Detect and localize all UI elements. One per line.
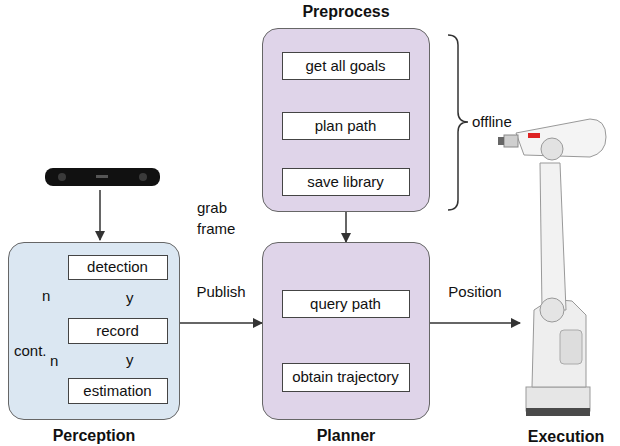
group-heading: Perception — [53, 427, 136, 445]
connector-arrow — [180, 322, 262, 324]
box-label: detection — [87, 258, 148, 276]
edge-label: Publish — [196, 283, 245, 301]
robot-illustration — [520, 105, 612, 420]
signal-label: grab frame — [197, 197, 249, 239]
process-group: Plannerquery pathobtain trajectory — [262, 242, 430, 420]
edge-label: y — [126, 351, 134, 369]
box-label: obtain trajectory — [292, 368, 399, 386]
process-group: Preprocessget all goalsplan pathsave lib… — [262, 28, 430, 212]
box-label: record — [96, 322, 139, 340]
connector-arrow — [345, 212, 347, 242]
box-label: query path — [310, 295, 381, 313]
box-label: get all goals — [305, 57, 385, 75]
process-group: Perceptiondetectionrecordestimation — [8, 242, 180, 420]
box-label: save library — [307, 173, 384, 191]
camera-arrow — [99, 190, 101, 240]
process-box: get all goals — [282, 52, 410, 80]
group-heading: Execution — [528, 428, 604, 446]
process-box: save library — [282, 168, 410, 196]
group-heading: Planner — [317, 427, 376, 445]
branch-label: n — [42, 287, 50, 305]
process-box: obtain trajectory — [282, 363, 410, 392]
box-label: plan path — [315, 117, 377, 135]
group-heading: Preprocess — [302, 3, 389, 21]
process-box: query path — [282, 290, 410, 318]
process-box: plan path — [282, 112, 410, 140]
process-box: estimation — [68, 378, 168, 404]
process-box: detection — [68, 255, 168, 280]
edge-label: Position — [448, 283, 501, 301]
box-label: estimation — [83, 382, 151, 400]
connector-arrow — [430, 322, 520, 324]
edge-label: y — [126, 289, 134, 307]
branch-label: cont. — [14, 342, 47, 360]
offline-brace — [448, 35, 468, 210]
process-box: record — [68, 318, 168, 344]
note-label: offline — [472, 113, 512, 131]
robot-node: Execution — [520, 105, 612, 420]
camera-icon — [45, 168, 160, 186]
branch-label: n — [50, 352, 58, 370]
